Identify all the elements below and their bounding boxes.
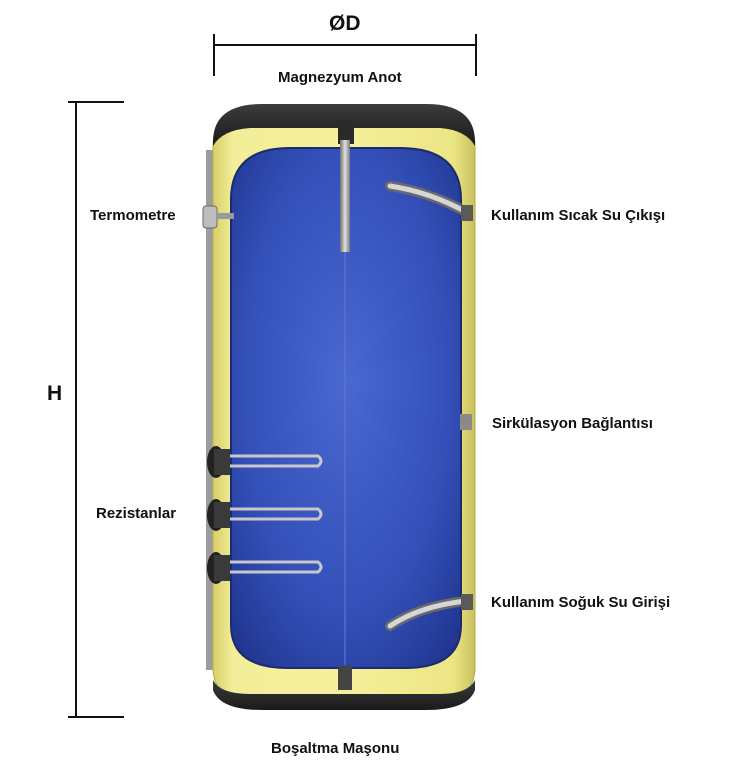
- drain-fitting: [338, 666, 352, 690]
- circulation-fitting: [460, 414, 472, 430]
- heater-2: [207, 499, 323, 531]
- inner-tank: [230, 147, 462, 669]
- heater-3: [207, 552, 323, 584]
- magnesium-anode: [340, 140, 350, 252]
- diameter-dimension: [213, 34, 477, 76]
- label-drain: Boşaltma Maşonu: [271, 740, 400, 757]
- height-dimension: [68, 101, 124, 718]
- heater-1: [207, 446, 323, 478]
- label-hot-outlet: Kullanım Sıcak Su Çıkışı: [491, 207, 666, 224]
- anode-mount: [338, 120, 354, 144]
- diameter-label: ØD: [329, 12, 361, 35]
- bottom-cap: [213, 680, 475, 710]
- label-cold-inlet: Kullanım Soğuk Su Girişi: [491, 594, 671, 611]
- label-heaters: Rezistanlar: [96, 505, 177, 522]
- left-fitting-strip: [206, 150, 216, 670]
- thermometer-fitting: [202, 205, 218, 229]
- thermometer-stem: [216, 213, 234, 219]
- label-circulation: Sirkülasyon Bağlantısı: [492, 415, 653, 432]
- label-magnesium-anode: Magnezyum Anot: [278, 69, 402, 86]
- hot-outlet-fitting: [461, 205, 473, 221]
- cold-inlet-fitting: [461, 594, 473, 610]
- label-thermometer: Termometre: [90, 207, 176, 224]
- height-label: H: [47, 382, 63, 405]
